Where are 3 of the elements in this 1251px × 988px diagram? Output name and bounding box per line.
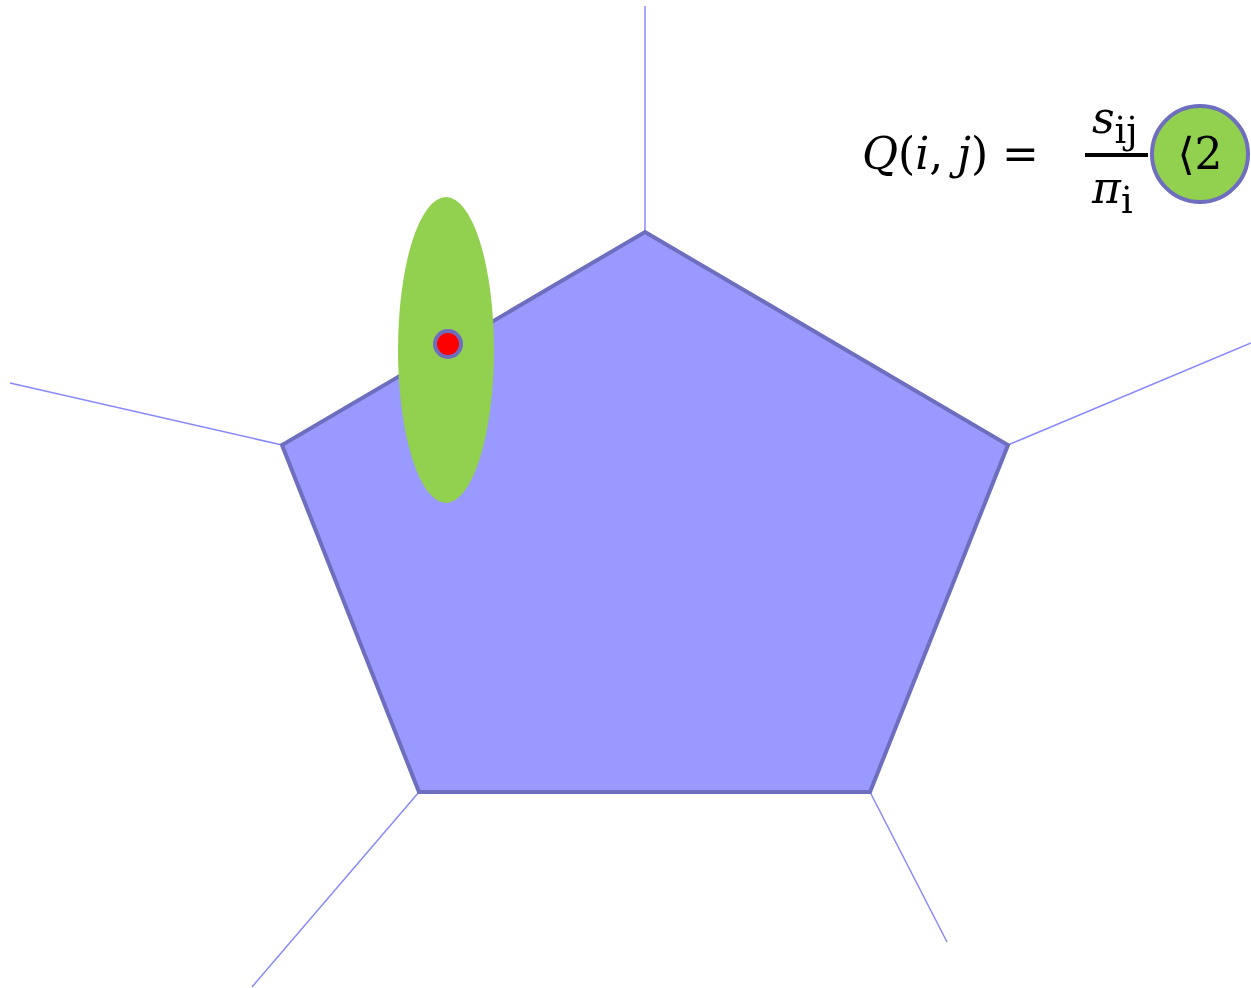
denominator-text: π$_{i}$ <box>1092 166 1133 220</box>
node-text: ⟨2 <box>1177 132 1223 176</box>
numerator-text: s$_{ij}$ <box>1092 96 1138 150</box>
